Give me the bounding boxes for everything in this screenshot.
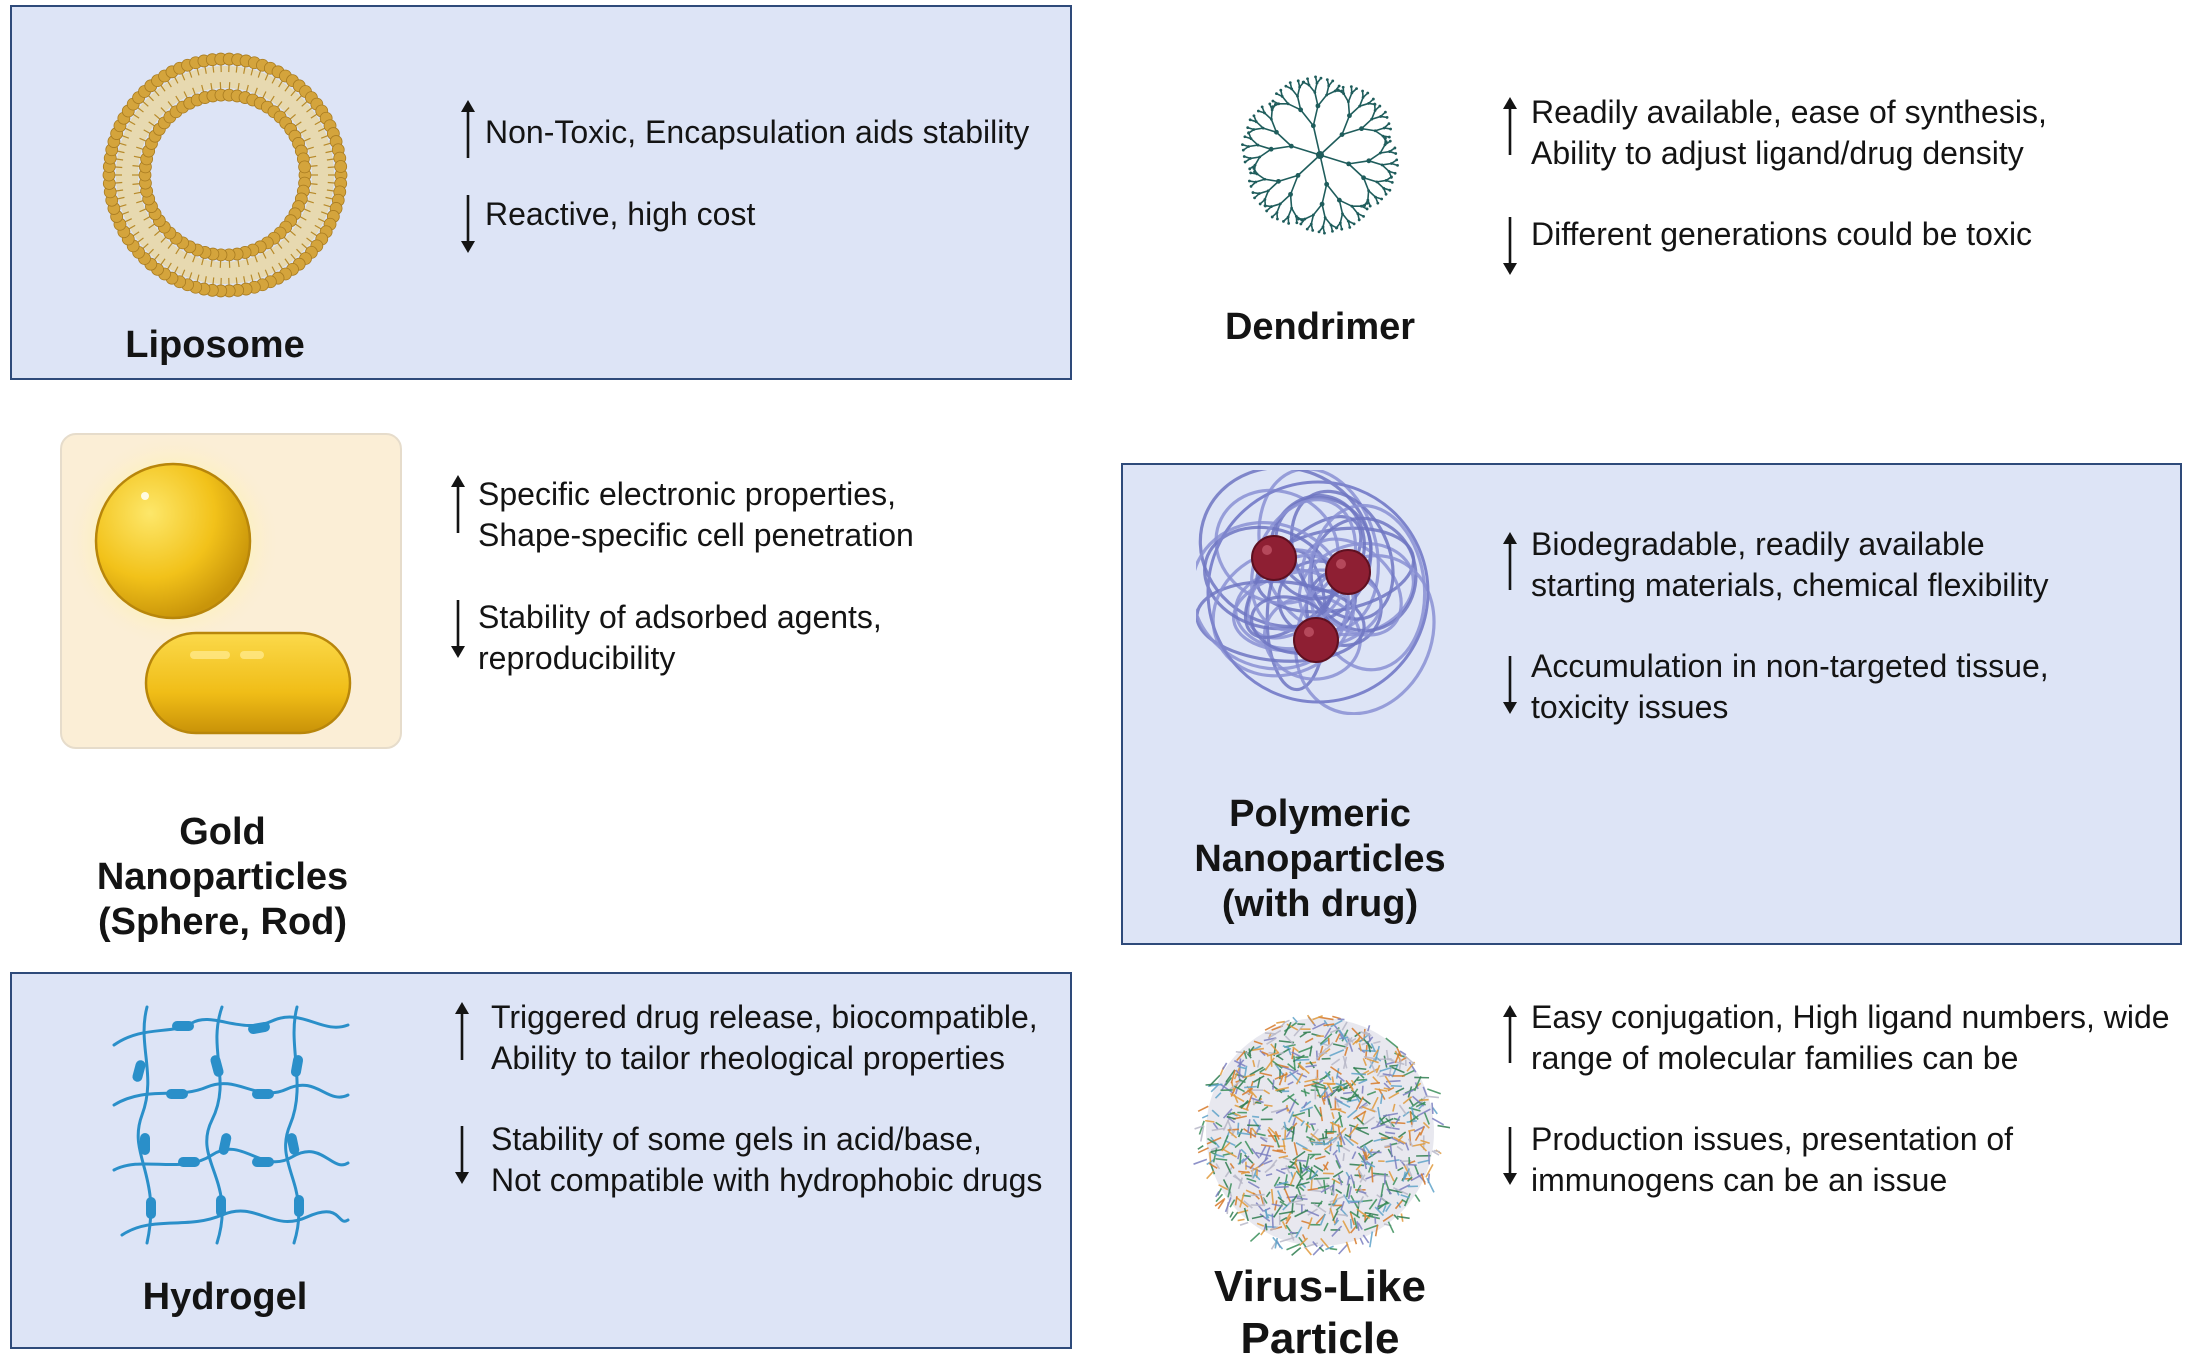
gold-pro: Specific electronic properties, Shape-sp… xyxy=(478,474,914,556)
hydrogel-name: Hydrogel xyxy=(70,1275,380,1320)
gold-nanoparticles-name: Gold Nanoparticles (Sphere, Rod) xyxy=(60,810,385,945)
polymeric-nanoparticle-illustration xyxy=(1196,470,1441,715)
virus-like-particle-illustration xyxy=(1190,1002,1450,1262)
arrow-up-icon xyxy=(1500,532,1520,592)
dendrimer-con: Different generations could be toxic xyxy=(1531,214,2032,255)
arrow-up-icon xyxy=(1500,1005,1520,1065)
arrow-up-icon xyxy=(458,100,478,160)
arrow-up-icon xyxy=(448,475,468,535)
polymeric-nanoparticles-name: Polymeric Nanoparticles (with drug) xyxy=(1165,792,1475,927)
liposome-con: Reactive, high cost xyxy=(485,194,755,235)
arrow-down-icon xyxy=(458,193,478,253)
liposome-pro: Non-Toxic, Encapsulation aids stability xyxy=(485,112,1029,153)
dendrimer-name: Dendrimer xyxy=(1170,305,1470,350)
hydrogel-pro: Triggered drug release, biocompatible, A… xyxy=(491,997,1038,1079)
arrow-down-icon xyxy=(1500,1125,1520,1185)
vlp-con: Production issues, presentation of immun… xyxy=(1531,1119,2013,1201)
dendrimer-pro: Readily available, ease of synthesis, Ab… xyxy=(1531,92,2047,174)
virus-like-particle-name: Virus-Like Particle xyxy=(1140,1261,1500,1365)
arrow-up-icon xyxy=(452,1002,472,1062)
hydrogel-illustration xyxy=(112,1005,352,1245)
hydrogel-con: Stability of some gels in acid/base, Not… xyxy=(491,1119,1042,1201)
arrow-down-icon xyxy=(1500,215,1520,275)
arrow-down-icon xyxy=(1500,654,1520,714)
polymeric-con: Accumulation in non-targeted tissue, tox… xyxy=(1531,646,2049,728)
liposome-name: Liposome xyxy=(60,323,370,368)
arrow-up-icon xyxy=(1500,97,1520,157)
gold-con: Stability of adsorbed agents, reproducib… xyxy=(478,597,882,679)
dendrimer-illustration xyxy=(1210,45,1430,265)
arrow-down-icon xyxy=(448,598,468,658)
gold-nanoparticle-illustration xyxy=(60,433,402,749)
arrow-down-icon xyxy=(452,1124,472,1184)
liposome-illustration xyxy=(95,45,355,305)
polymeric-pro: Biodegradable, readily available startin… xyxy=(1531,524,2049,606)
vlp-pro: Easy conjugation, High ligand numbers, w… xyxy=(1531,997,2170,1079)
